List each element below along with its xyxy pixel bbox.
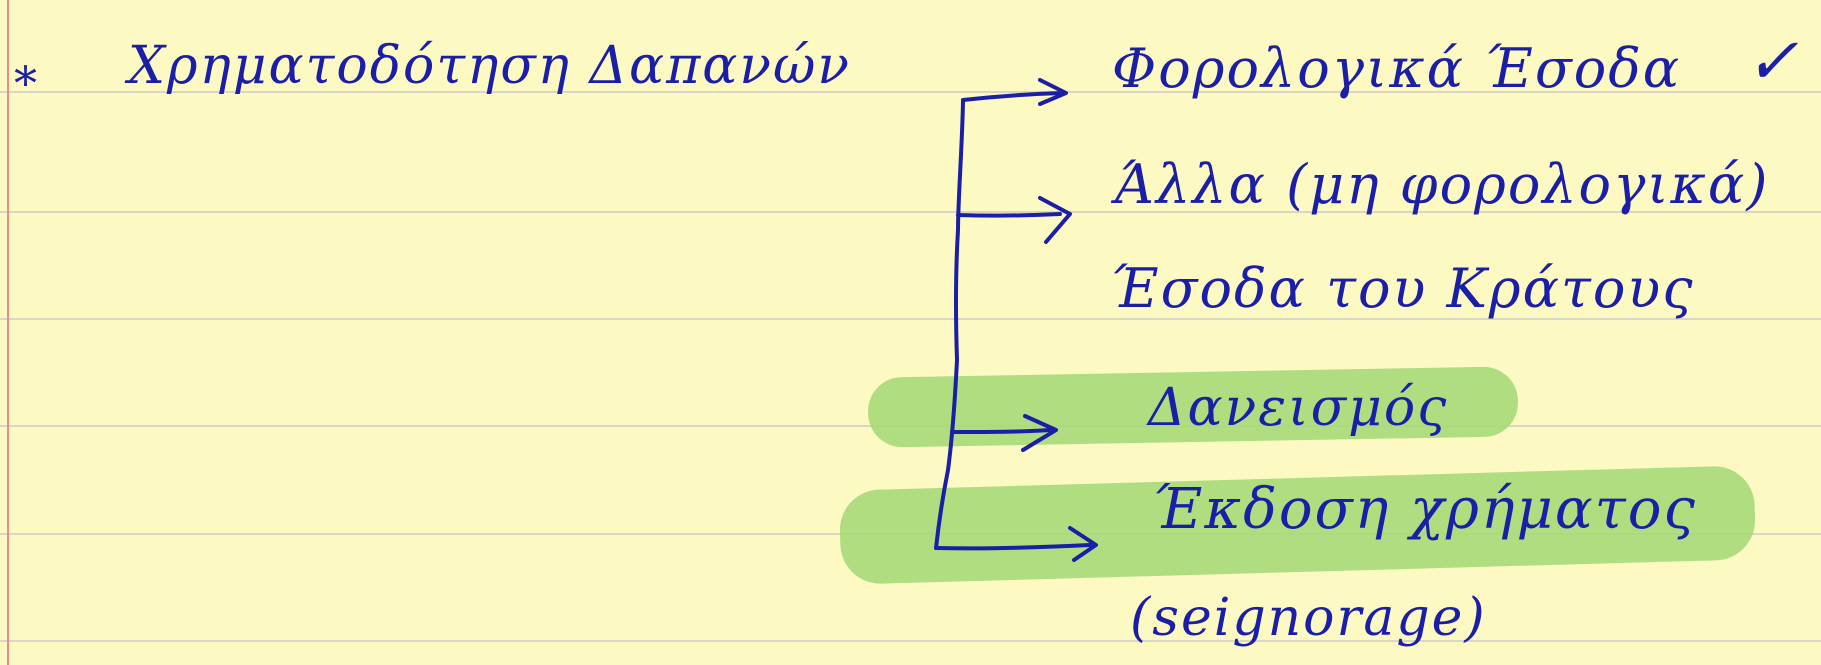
branch-4-text: Δανεισμός (1148, 378, 1449, 438)
ruled-line (0, 91, 1821, 93)
branch-5-text: Έκδοση χρήματος (1152, 477, 1697, 542)
ruled-line (0, 318, 1821, 320)
margin-line (7, 0, 9, 665)
branch-3-text: Έσοδα του Κράτους (1110, 257, 1695, 320)
branch-6-text: (seignorage) (1130, 588, 1487, 648)
ruled-line (0, 640, 1821, 642)
branch-2-text: Άλλα (μη φορολογικά) (1115, 153, 1770, 216)
check-mark-icon: ✓ (1745, 25, 1801, 99)
note-title: Χρηματοδότηση Δαπανών (128, 36, 852, 96)
ruled-line (0, 211, 1821, 213)
bullet-mark: * (14, 56, 39, 110)
branch-1-text: Φορολογικά Έσοδα (1112, 37, 1682, 100)
